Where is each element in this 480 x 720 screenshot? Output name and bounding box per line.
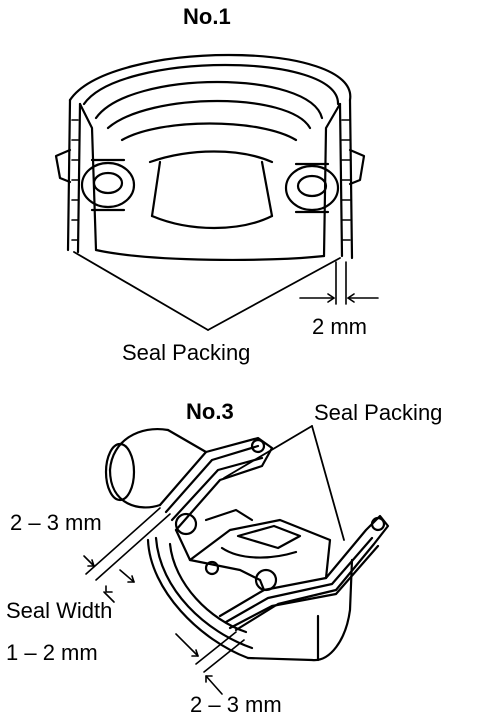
no1-callout-lines <box>73 251 341 331</box>
no1-seal-packing-right <box>338 98 354 260</box>
no3-title: No.3 <box>186 399 234 424</box>
no1-roller-right <box>284 162 340 214</box>
no3-seal-width-label: Seal Width <box>6 598 113 623</box>
no1-housing-drawing <box>54 53 366 262</box>
no3-seal-packing-label: Seal Packing <box>314 400 443 425</box>
no1-dimension-2mm <box>299 261 379 305</box>
no1-roller-left <box>80 158 136 212</box>
no3-dimension-bottom-label: 2 – 3 mm <box>190 692 282 717</box>
no1-seal-packing-left <box>66 98 82 254</box>
no3-dimension-left-label: 2 – 3 mm <box>10 510 102 535</box>
no3-housing-drawing <box>104 427 390 662</box>
no1-dimension-label: 2 mm <box>312 314 367 339</box>
no3-seal-width-value: 1 – 2 mm <box>6 640 98 665</box>
no3-callout-lines <box>223 425 345 541</box>
no1-title: No.1 <box>183 4 231 29</box>
no3-dimension-left <box>83 507 171 603</box>
no3-dimension-bottom <box>175 631 245 695</box>
no1-seal-packing-label: Seal Packing <box>122 340 251 365</box>
no3-seal-packing-top <box>158 436 274 532</box>
